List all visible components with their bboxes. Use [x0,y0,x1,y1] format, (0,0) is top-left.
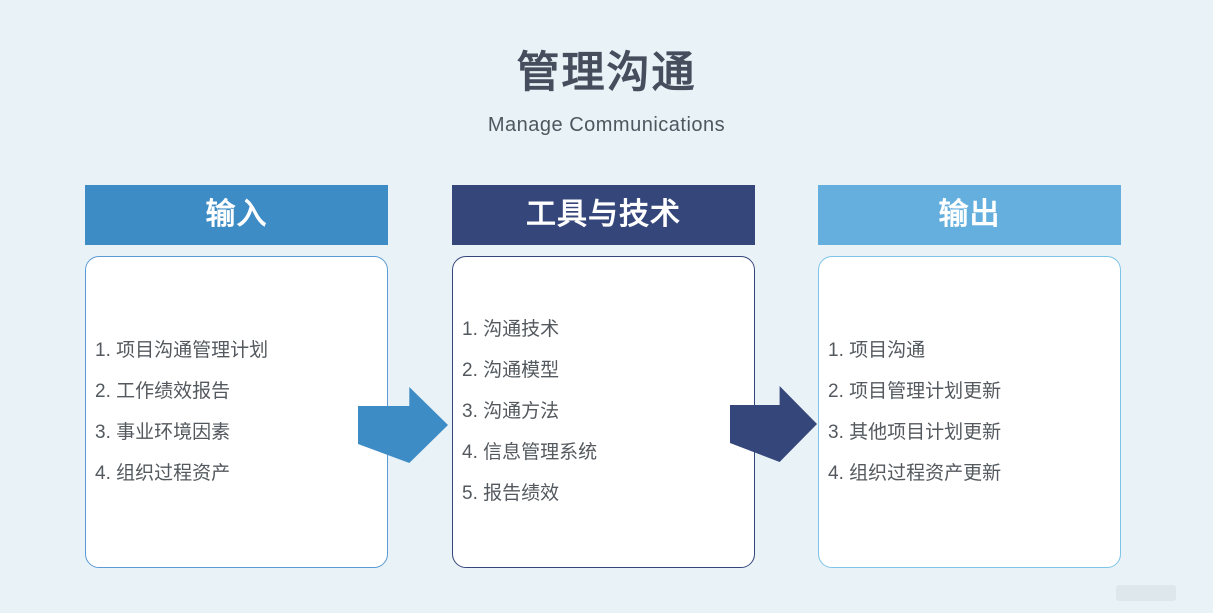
list-item: 4. 组织过程资产更新 [828,462,1002,484]
outputs-list: 1. 项目沟通 2. 项目管理计划更新 3. 其他项目计划更新 4. 组织过程资… [819,257,1120,567]
column-header-inputs: 输入 [85,185,388,245]
page-title: 管理沟通 [516,49,697,97]
list-item: 5. 报告绩效 [462,483,560,504]
column-header-tools: 工具与技术 [452,185,755,245]
list-item: 3. 沟通方法 [462,401,560,422]
list-item: 1. 项目沟通管理计划 [95,339,269,361]
list-item: 4. 组织过程资产 [95,462,231,484]
watermark [1116,585,1176,601]
column-inputs: 输入 1. 项目沟通管理计划 2. 工作绩效报告 3. 事业环境因素 4. 组织… [85,185,388,568]
title-block: 管理沟通 Manage Communications [0,38,1213,137]
list-item: 4. 信息管理系统 [462,442,598,463]
list-item: 1. 沟通技术 [462,319,560,340]
tools-list: 1. 沟通技术 2. 沟通模型 3. 沟通方法 4. 信息管理系统 5. 报告绩… [453,257,754,567]
list-item: 2. 沟通模型 [462,360,560,381]
list-item: 2. 工作绩效报告 [95,380,231,402]
list-item: 2. 项目管理计划更新 [828,380,1002,402]
inputs-list: 1. 项目沟通管理计划 2. 工作绩效报告 3. 事业环境因素 4. 组织过程资… [86,257,387,567]
list-item: 3. 其他项目计划更新 [828,421,1002,443]
column-header-outputs: 输出 [818,185,1121,245]
list-item: 3. 事业环境因素 [95,421,231,443]
panel-outputs: 1. 项目沟通 2. 项目管理计划更新 3. 其他项目计划更新 4. 组织过程资… [818,256,1121,568]
panel-inputs: 1. 项目沟通管理计划 2. 工作绩效报告 3. 事业环境因素 4. 组织过程资… [85,256,388,568]
panel-tools: 1. 沟通技术 2. 沟通模型 3. 沟通方法 4. 信息管理系统 5. 报告绩… [452,256,755,568]
list-item: 1. 项目沟通 [828,339,926,361]
column-outputs: 输出 1. 项目沟通 2. 项目管理计划更新 3. 其他项目计划更新 4. 组织… [818,185,1121,568]
column-tools: 工具与技术 1. 沟通技术 2. 沟通模型 3. 沟通方法 4. 信息管理系统 … [452,185,755,568]
page-subtitle: Manage Communications [487,114,726,136]
